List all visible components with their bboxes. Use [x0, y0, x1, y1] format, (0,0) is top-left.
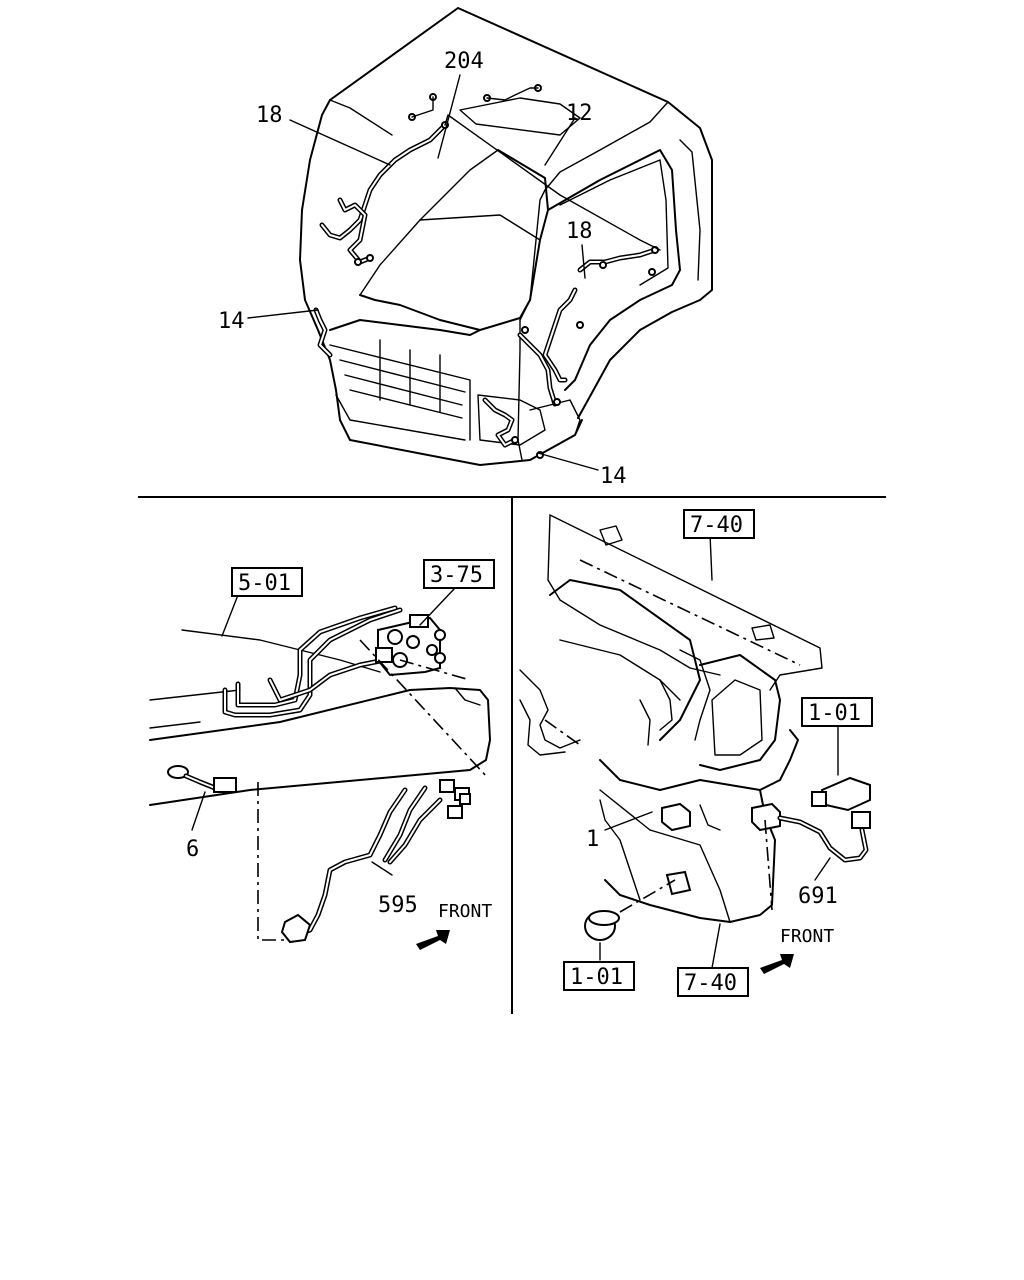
callout-18-right: 18: [566, 219, 593, 244]
right-panel-illustration: [519, 514, 871, 974]
front-label-right: FRONT: [780, 926, 834, 947]
ref-box-7-40-bottom: [677, 967, 749, 997]
ref-box-1-01-knob: [563, 961, 635, 991]
ref-label-3-75: 3-75: [430, 563, 483, 588]
left-panel-illustration: [149, 587, 491, 950]
callout-12: 12: [566, 101, 593, 126]
callout-1: 1: [586, 827, 599, 852]
callout-14-right: 14: [600, 464, 627, 489]
cab-illustration: [247, 7, 713, 471]
ref-label-1-01-switch: 1-01: [808, 701, 861, 726]
ref-box-3-75: [423, 559, 495, 589]
ref-box-7-40-top: [683, 509, 755, 539]
front-label-left: FRONT: [438, 901, 492, 922]
ref-label-1-01-knob: 1-01: [570, 965, 623, 990]
callout-14-left: 14: [218, 309, 245, 334]
callout-691: 691: [798, 884, 838, 909]
callout-595: 595: [378, 893, 418, 918]
ref-label-7-40-bottom: 7-40: [684, 971, 737, 996]
callout-204: 204: [444, 49, 484, 74]
ref-box-1-01-switch: [801, 697, 873, 727]
ref-label-7-40-top: 7-40: [690, 513, 743, 538]
callout-18-left: 18: [256, 103, 283, 128]
ref-box-5-01: [231, 567, 303, 597]
callout-6: 6: [186, 837, 199, 862]
ref-label-5-01: 5-01: [238, 571, 291, 596]
